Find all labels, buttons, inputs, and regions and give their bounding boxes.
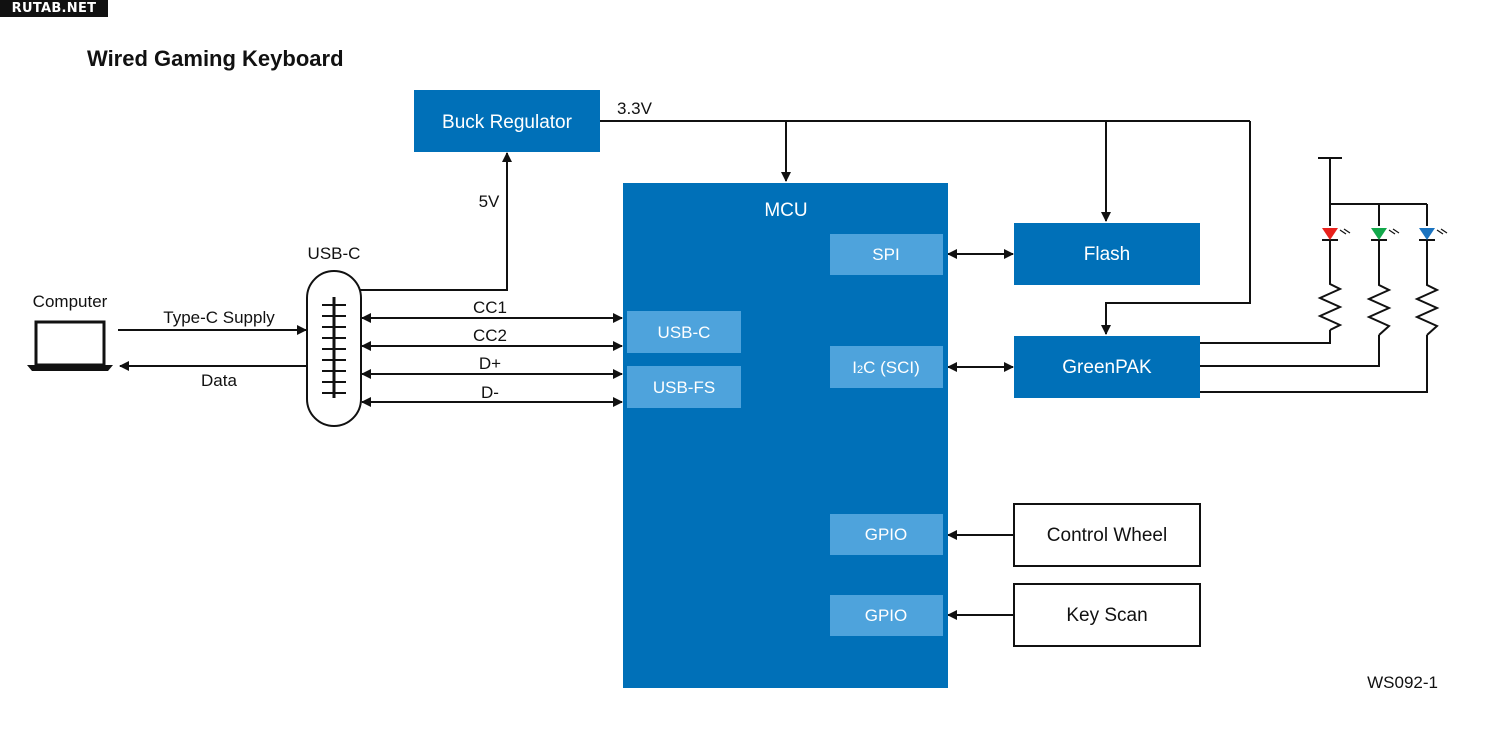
buck-regulator-block: [414, 90, 600, 152]
buck-regulator-label: Buck Regulator: [442, 112, 573, 133]
diagram-title: Wired Gaming Keyboard: [87, 46, 344, 71]
wire-led-blue: [1200, 335, 1428, 393]
mcu-port-usb-c-label: USB-C: [658, 323, 711, 342]
label-dminus: D-: [481, 383, 499, 402]
label-cc1: CC1: [473, 298, 507, 317]
wire-led-red: [1200, 330, 1331, 344]
i2c-main: I: [852, 358, 857, 377]
wire-5v: [360, 152, 512, 291]
i2c-sub: 2: [857, 364, 863, 376]
mcu-port-spi-label: SPI: [872, 245, 899, 264]
watermark: RUTAB.NET: [0, 0, 108, 17]
i2c-rest: C (SCI): [863, 358, 920, 377]
flash-label: Flash: [1084, 244, 1130, 265]
mcu-port-usb-fs-label: USB-FS: [653, 378, 715, 397]
mcu-port-spi: [830, 234, 943, 275]
mcu-port-gpio-1: [830, 514, 943, 555]
figure-id: WS092-1: [1367, 673, 1438, 692]
computer-label: Computer: [33, 292, 108, 311]
label-data: Data: [201, 371, 237, 390]
key-scan-label: Key Scan: [1066, 605, 1147, 626]
rail-to-greenpak: [1101, 121, 1251, 335]
usb-c-connector-icon: [306, 270, 362, 427]
usb-c-connector-label: USB-C: [308, 244, 361, 263]
mcu-port-gpio-2: [830, 595, 943, 636]
greenpak-block: [1014, 336, 1200, 398]
control-wheel-block: [1013, 503, 1201, 567]
label-3v3: 3.3V: [617, 99, 653, 118]
flash-block: [1014, 223, 1200, 285]
greenpak-label: GreenPAK: [1062, 357, 1152, 378]
wire-led-green: [1200, 335, 1380, 367]
label-type-c-supply: Type-C Supply: [163, 308, 275, 327]
label-cc2: CC2: [473, 326, 507, 345]
resistor-green: [1366, 280, 1392, 336]
led-blue-icon: [1419, 228, 1435, 240]
mcu-port-i2c-label: I2C (SCI): [852, 358, 920, 377]
label-5v: 5V: [479, 192, 500, 211]
mcu-port-usb-c: [627, 311, 741, 353]
led-green-icon: [1371, 228, 1387, 240]
label-dplus: D+: [479, 354, 501, 373]
resistor-red: [1317, 280, 1343, 331]
led-array: [1317, 157, 1448, 336]
mcu-port-usb-fs: [627, 366, 741, 408]
mcu-port-gpio-1-label: GPIO: [865, 525, 908, 544]
control-wheel-label: Control Wheel: [1047, 525, 1167, 546]
mcu-label: MCU: [764, 200, 807, 221]
wires: [118, 120, 1428, 620]
mcu-port-gpio-2-label: GPIO: [865, 606, 908, 625]
key-scan-block: [1013, 583, 1201, 647]
mcu-port-i2c: [830, 346, 943, 388]
resistor-blue: [1414, 280, 1440, 336]
laptop-icon: [27, 320, 113, 371]
led-red-icon: [1322, 228, 1338, 240]
